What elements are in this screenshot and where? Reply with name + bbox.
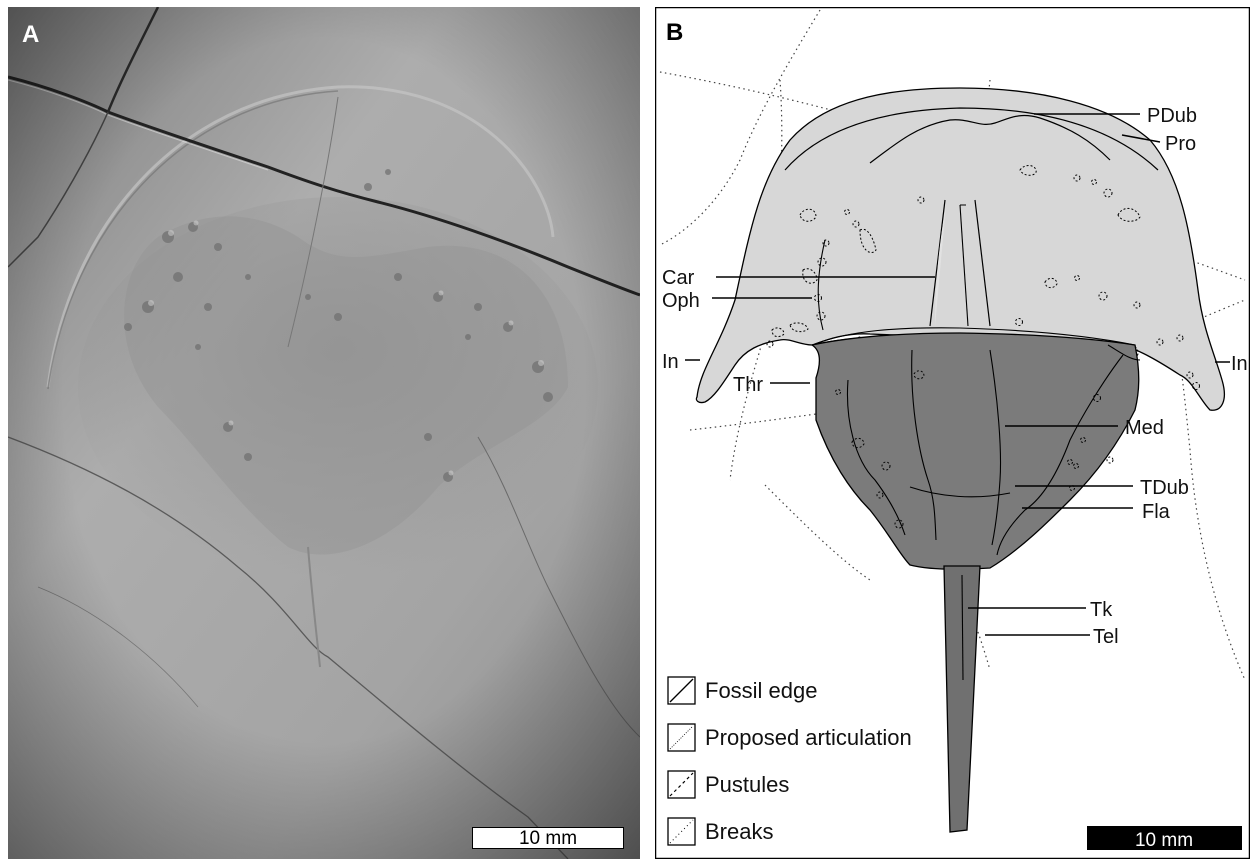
label-tel: Tel (1093, 626, 1119, 648)
legend-item-proposed-articulation: Proposed articulation (668, 724, 912, 751)
label-car: Car (662, 267, 695, 289)
scale-bar-b: 10 mm (1087, 826, 1242, 851)
interpretive-drawing: PDub Pro Car Oph In In Thr Med TDub Fla … (655, 7, 1250, 859)
legend-item-fossil-edge: Fossil edge (668, 677, 818, 704)
label-pro: Pro (1165, 133, 1196, 155)
scale-bar-a: 10 mm (472, 827, 624, 849)
legend-label-pustules: Pustules (705, 772, 789, 797)
legend-label-breaks: Breaks (705, 819, 773, 844)
label-thr: Thr (733, 374, 763, 396)
scale-bar-b-label: 10 mm (1135, 830, 1193, 851)
panel-letter-a: A (22, 21, 39, 49)
label-oph: Oph (662, 290, 700, 312)
label-in-left: In (662, 351, 679, 373)
label-med: Med (1125, 417, 1164, 439)
label-fla: Fla (1142, 501, 1171, 523)
label-tdub: TDub (1140, 477, 1189, 499)
legend-item-breaks: Breaks (668, 818, 773, 845)
legend-item-pustules: Pustules (668, 771, 789, 798)
photograph-image (8, 7, 640, 859)
legend-label-fossil-edge: Fossil edge (705, 678, 818, 703)
label-tk: Tk (1090, 599, 1113, 621)
scale-bar-a-label: 10 mm (519, 828, 577, 849)
fossil-photograph: A 10 mm (8, 7, 640, 859)
panel-letter-b: B (666, 19, 683, 46)
label-pdub: PDub (1147, 105, 1197, 127)
legend-label-proposed-articulation: Proposed articulation (705, 725, 912, 750)
interpretive-drawing-panel: PDub Pro Car Oph In In Thr Med TDub Fla … (655, 7, 1250, 859)
label-in-right: In (1231, 353, 1248, 375)
